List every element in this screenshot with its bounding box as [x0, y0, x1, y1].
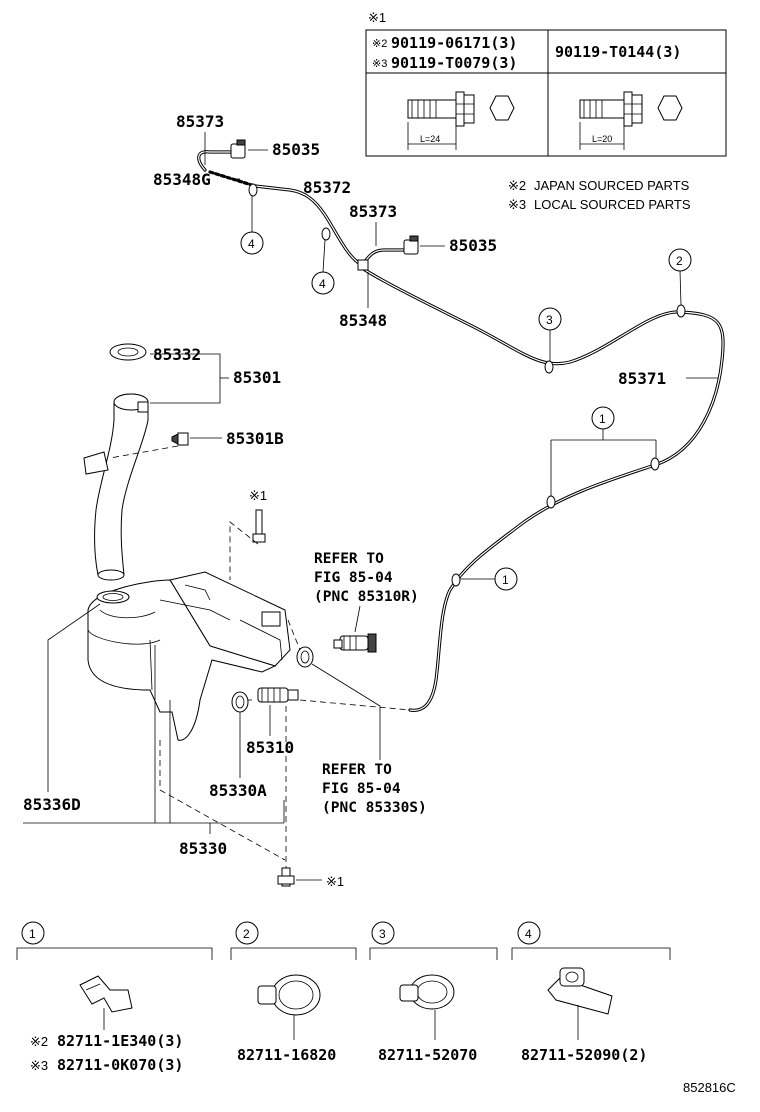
- callout-1-lower: 1: [460, 567, 518, 591]
- clip-3-pn: 82711-52070: [378, 1046, 477, 1064]
- refer-pnc85330s-line1: REFER TO: [322, 762, 392, 778]
- label-85348: 85348: [339, 311, 387, 330]
- clip-2-icon: [257, 974, 321, 1016]
- clip-1-local-pn: 82711-0K070(3): [57, 1056, 183, 1074]
- refer-pnc85330s-line2: FIG 85-04: [322, 781, 401, 797]
- label-85330: 85330: [179, 839, 227, 858]
- filler-neck-icon: [83, 393, 149, 581]
- callout-2: 2: [668, 248, 692, 306]
- bolt-local-pn: 90119-T0079(3): [391, 54, 517, 72]
- rear-grommet-icon: [296, 646, 314, 668]
- clip-group-2: 2 82711-16820: [230, 921, 357, 1064]
- bolt-table: ※1 ※2 90119-06171(3) ※3 90119-T0079(3) 9…: [365, 10, 727, 157]
- legend-japan-text: JAPAN SOURCED PARTS: [534, 178, 690, 193]
- refer-pnc85310r-line3: (PNC 85310R): [314, 589, 419, 605]
- bolt-bottom-icon: [277, 867, 295, 887]
- refer-pnc85310r-line1: REFER TO: [314, 551, 384, 567]
- bolt-japan-mark: ※2: [372, 38, 387, 50]
- figure-id: 852816C: [683, 1080, 736, 1095]
- legend-japan-mark: ※2: [508, 178, 526, 193]
- svg-text:1: 1: [29, 927, 36, 941]
- clip-1-icon: [79, 975, 133, 1013]
- washer-nozzle-mid-icon: [403, 235, 419, 255]
- label-85301: 85301: [233, 368, 281, 387]
- legend-local-mark: ※3: [508, 197, 526, 212]
- label-85348G: 85348G: [153, 170, 211, 189]
- clip-1-japan-mark: ※2: [30, 1034, 48, 1049]
- svg-text:3: 3: [546, 313, 553, 327]
- clip-2-pn: 82711-16820: [237, 1046, 336, 1064]
- svg-text:3: 3: [379, 927, 386, 941]
- bolt-b-length: L=20: [592, 134, 612, 144]
- bolt-table-frame: [365, 29, 727, 157]
- svg-text:4: 4: [525, 927, 532, 941]
- refer-pnc85310r-line2: FIG 85-04: [314, 570, 393, 586]
- svg-text:4: 4: [248, 237, 255, 251]
- label-85332: 85332: [153, 345, 201, 364]
- pump-grommet-icon: [231, 691, 249, 713]
- clip-1-japan-pn: 82711-1E340(3): [57, 1032, 183, 1050]
- bolt-alt-pn: 90119-T0144(3): [555, 43, 681, 61]
- label-85301B: 85301B: [226, 429, 284, 448]
- clip-group-3: 3 82711-52070: [369, 921, 498, 1064]
- svg-text:1: 1: [599, 412, 606, 426]
- label-85336D: 85336D: [23, 795, 81, 814]
- note1-mark: ※1: [368, 10, 386, 25]
- label-85035-mid: 85035: [449, 236, 497, 255]
- hose-clips: [248, 183, 686, 587]
- washer-nozzle-top-icon: [230, 139, 246, 159]
- bolt-b-icon: [579, 91, 683, 127]
- callout-3: 3: [538, 307, 562, 361]
- label-85373-top: 85373: [176, 112, 224, 131]
- callout-1-upper: 1: [550, 406, 657, 496]
- clip-group-4: 4 82711-52090(2): [511, 921, 671, 1064]
- bolt-japan-pn: 90119-06171(3): [391, 34, 517, 52]
- label-85371: 85371: [618, 369, 666, 388]
- filler-cap-icon: [109, 343, 147, 361]
- clip-group-1: 1 ※2 82711-1E340(3) ※3 82711-0K070(3): [16, 921, 213, 1074]
- label-85330A: 85330A: [209, 781, 267, 800]
- legend-local-text: LOCAL SOURCED PARTS: [534, 197, 691, 212]
- svg-text:1: 1: [502, 573, 509, 587]
- refer-pnc85330s-line3: (PNC 85330S): [322, 800, 427, 816]
- label-85373-mid: 85373: [349, 202, 397, 221]
- bolt-a-length: L=24: [420, 134, 440, 144]
- washer-hoses: [197, 150, 725, 712]
- label-85372: 85372: [303, 178, 351, 197]
- label-85310: 85310: [246, 738, 294, 757]
- svg-text:2: 2: [243, 927, 250, 941]
- clip-4-icon: [547, 967, 613, 1015]
- bolt-top-mark: ※1: [249, 488, 267, 503]
- svg-text:4: 4: [319, 277, 326, 291]
- bolt-a-icon: [407, 91, 515, 127]
- bolt-85301b-icon: [171, 432, 189, 446]
- washer-pump-icon: [257, 687, 299, 703]
- bolt-top-icon: [252, 509, 266, 543]
- clip-4-pn: 82711-52090(2): [521, 1046, 647, 1064]
- svg-text:2: 2: [676, 254, 683, 268]
- rear-pump-icon: [333, 633, 377, 653]
- bolt-bottom-mark: ※1: [326, 874, 344, 889]
- hose-joint-icon: [357, 259, 369, 271]
- washer-tank-icon: [87, 571, 291, 741]
- callout-4a: 4: [240, 196, 264, 255]
- clip-1-local-mark: ※3: [30, 1058, 48, 1073]
- clip-3-icon: [399, 974, 455, 1010]
- clip-catalog: 1 ※2 82711-1E340(3) ※3 82711-0K070(3) 2 …: [16, 921, 671, 1074]
- callout-4b: 4: [311, 239, 335, 295]
- label-85035-top: 85035: [272, 140, 320, 159]
- sourcing-legend: ※2 JAPAN SOURCED PARTS ※3 LOCAL SOURCED …: [508, 178, 691, 212]
- bolt-local-mark: ※3: [372, 58, 387, 70]
